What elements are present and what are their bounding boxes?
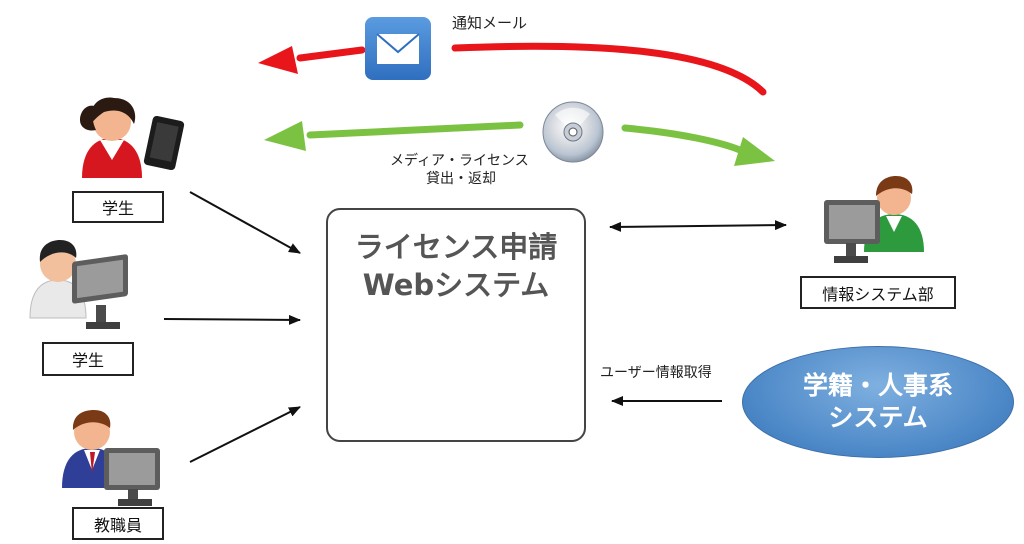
notify-mail-arrow <box>258 42 767 96</box>
user-info-label: ユーザー情報取得 <box>600 365 712 381</box>
arrow-staff-to-system <box>189 406 301 463</box>
notify-mail-label: 通知メール <box>452 14 528 32</box>
student-label-2: 学生 <box>42 342 134 376</box>
arrow-system-it-bidirectional <box>609 220 787 232</box>
center-title-line1: ライセンス申請 <box>354 230 558 264</box>
arrow-student2-to-system <box>163 314 301 325</box>
student-label-1: 学生 <box>72 191 164 223</box>
media-lending-arrow <box>264 121 775 166</box>
external-line1: 学籍・人事系 <box>802 371 953 400</box>
monitor-icon <box>824 200 880 263</box>
media-label-line2: 貸出・返却 <box>426 171 496 187</box>
it-dept-label: 情報システム部 <box>800 276 956 309</box>
center-title-line2: Webシステム <box>362 268 550 302</box>
student-hr-system: 学籍・人事系 システム <box>742 346 1014 458</box>
arrow-student1-to-system <box>189 191 301 254</box>
media-label-line1: メディア・ライセンス <box>390 153 529 169</box>
smartphone-icon <box>143 115 185 171</box>
staff-label: 教職員 <box>72 507 164 540</box>
monitor-icon <box>104 448 160 506</box>
cd-icon <box>542 101 604 163</box>
monitor-icon <box>72 254 128 329</box>
license-web-system-box <box>326 208 586 442</box>
mail-icon <box>365 17 431 80</box>
external-line2: システム <box>828 403 928 432</box>
female-student-icon <box>80 97 142 178</box>
